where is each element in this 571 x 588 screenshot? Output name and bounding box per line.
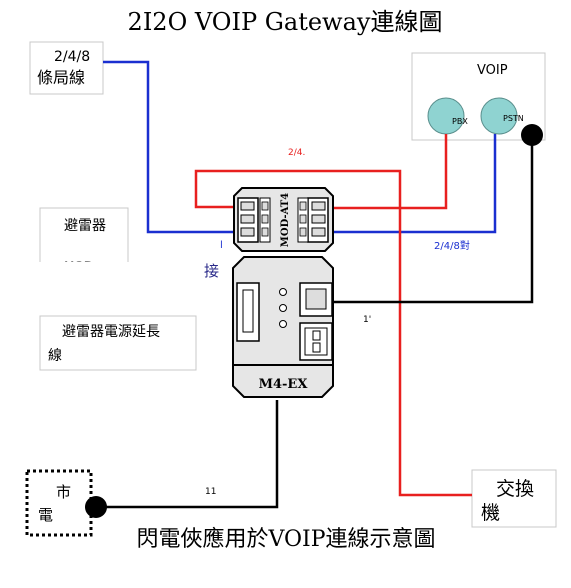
power-box-line2: 線 [48,348,62,364]
blue-wire-label: 2/4/8對 [434,239,470,252]
switch-box: 交換 機 [471,469,557,528]
lines-box-line2: 條局線 [37,68,85,87]
m4-ex-module: M4-EX [232,256,334,398]
mains-line2: 電 [38,506,53,524]
pstn-port-icon [480,97,518,135]
pstn-label: PSTN [503,114,524,123]
diagram-subtitle: 閃電俠應用於VOIP連線示意圖 [136,526,435,552]
pstn-plug-dot [521,124,543,146]
power-extension-box: 避雷器電源延長 線 [39,315,197,371]
pbx-label: PBX [452,117,468,126]
diagram-title: 2I2O VOIP Gateway連線圖 [128,8,443,36]
mod-at4-module: MOD-AT4 [233,187,334,252]
pbx-port-icon [427,97,465,135]
blue-wire-module-to-pstn [330,134,497,234]
red-wire-module-to-pbx [330,134,448,210]
mod-at4-label: MOD-AT4 [280,193,291,247]
switch-line2: 機 [481,502,500,524]
lines-box: 2/4/8 條局線 [29,41,104,95]
black-mid-label: 1' [363,315,371,325]
voip-box: VOIP PBX PSTN [411,52,546,141]
black-bottom-label: 11 [205,487,216,497]
m4-ex-label: M4-EX [259,377,309,392]
connect-label: 接 [204,262,219,280]
black-wire-pstn-to-outlet [318,137,534,304]
lines-box-line1: 2/4/8 [54,49,90,65]
black-wire-mains-to-m4ex [96,400,279,509]
switch-line1: 交換 [496,478,534,500]
voip-label: VOIP [477,63,508,78]
left-mark-label: l [220,240,223,251]
mains-plug-dot [85,496,107,518]
mains-box: 市 電 [25,469,93,537]
red-wire-module-to-switch [194,169,472,497]
mains-line1: 市 [56,483,71,501]
arrester-label: 避雷器 [64,218,106,234]
power-box-line1: 避雷器電源延長 [62,324,160,340]
arrester-box: 避雷器 MOD [38,207,132,274]
blue-wire-lines-to-module [103,60,235,234]
red-wire-label: 2/4. [288,148,305,158]
